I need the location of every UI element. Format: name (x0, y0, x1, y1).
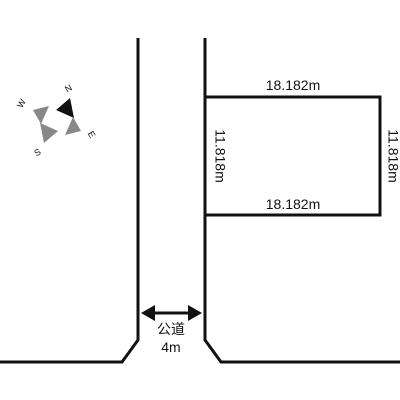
arrow-head-left (141, 305, 155, 321)
road-boundaries (0, 38, 400, 364)
lot-left-depth-label: 11.818m (212, 129, 228, 182)
lot-outline (205, 95, 382, 217)
compass-north-label: N (63, 82, 74, 94)
lot-bottom-width-label: 18.182m (266, 196, 320, 212)
compass-west-label: W (15, 97, 28, 110)
road-type-label: 公道 (157, 321, 185, 337)
compass-east-label: E (86, 129, 98, 139)
road-width-arrow (141, 305, 202, 321)
arrow-head-right (188, 305, 202, 321)
compass-south-pointer (40, 123, 58, 143)
road-right-boundary (203, 38, 400, 364)
compass-north-pointer (56, 98, 74, 118)
road-width-label: 4m (161, 339, 180, 355)
compass-rose: N E S W (15, 82, 97, 158)
compass-west-pointer (33, 106, 49, 124)
lot-right-depth-label: 11.818m (385, 129, 400, 182)
compass-east-pointer (65, 117, 81, 135)
road-left-boundary (0, 38, 140, 364)
lot-top-width-label: 18.182m (266, 77, 320, 93)
compass-south-label: S (32, 147, 42, 159)
